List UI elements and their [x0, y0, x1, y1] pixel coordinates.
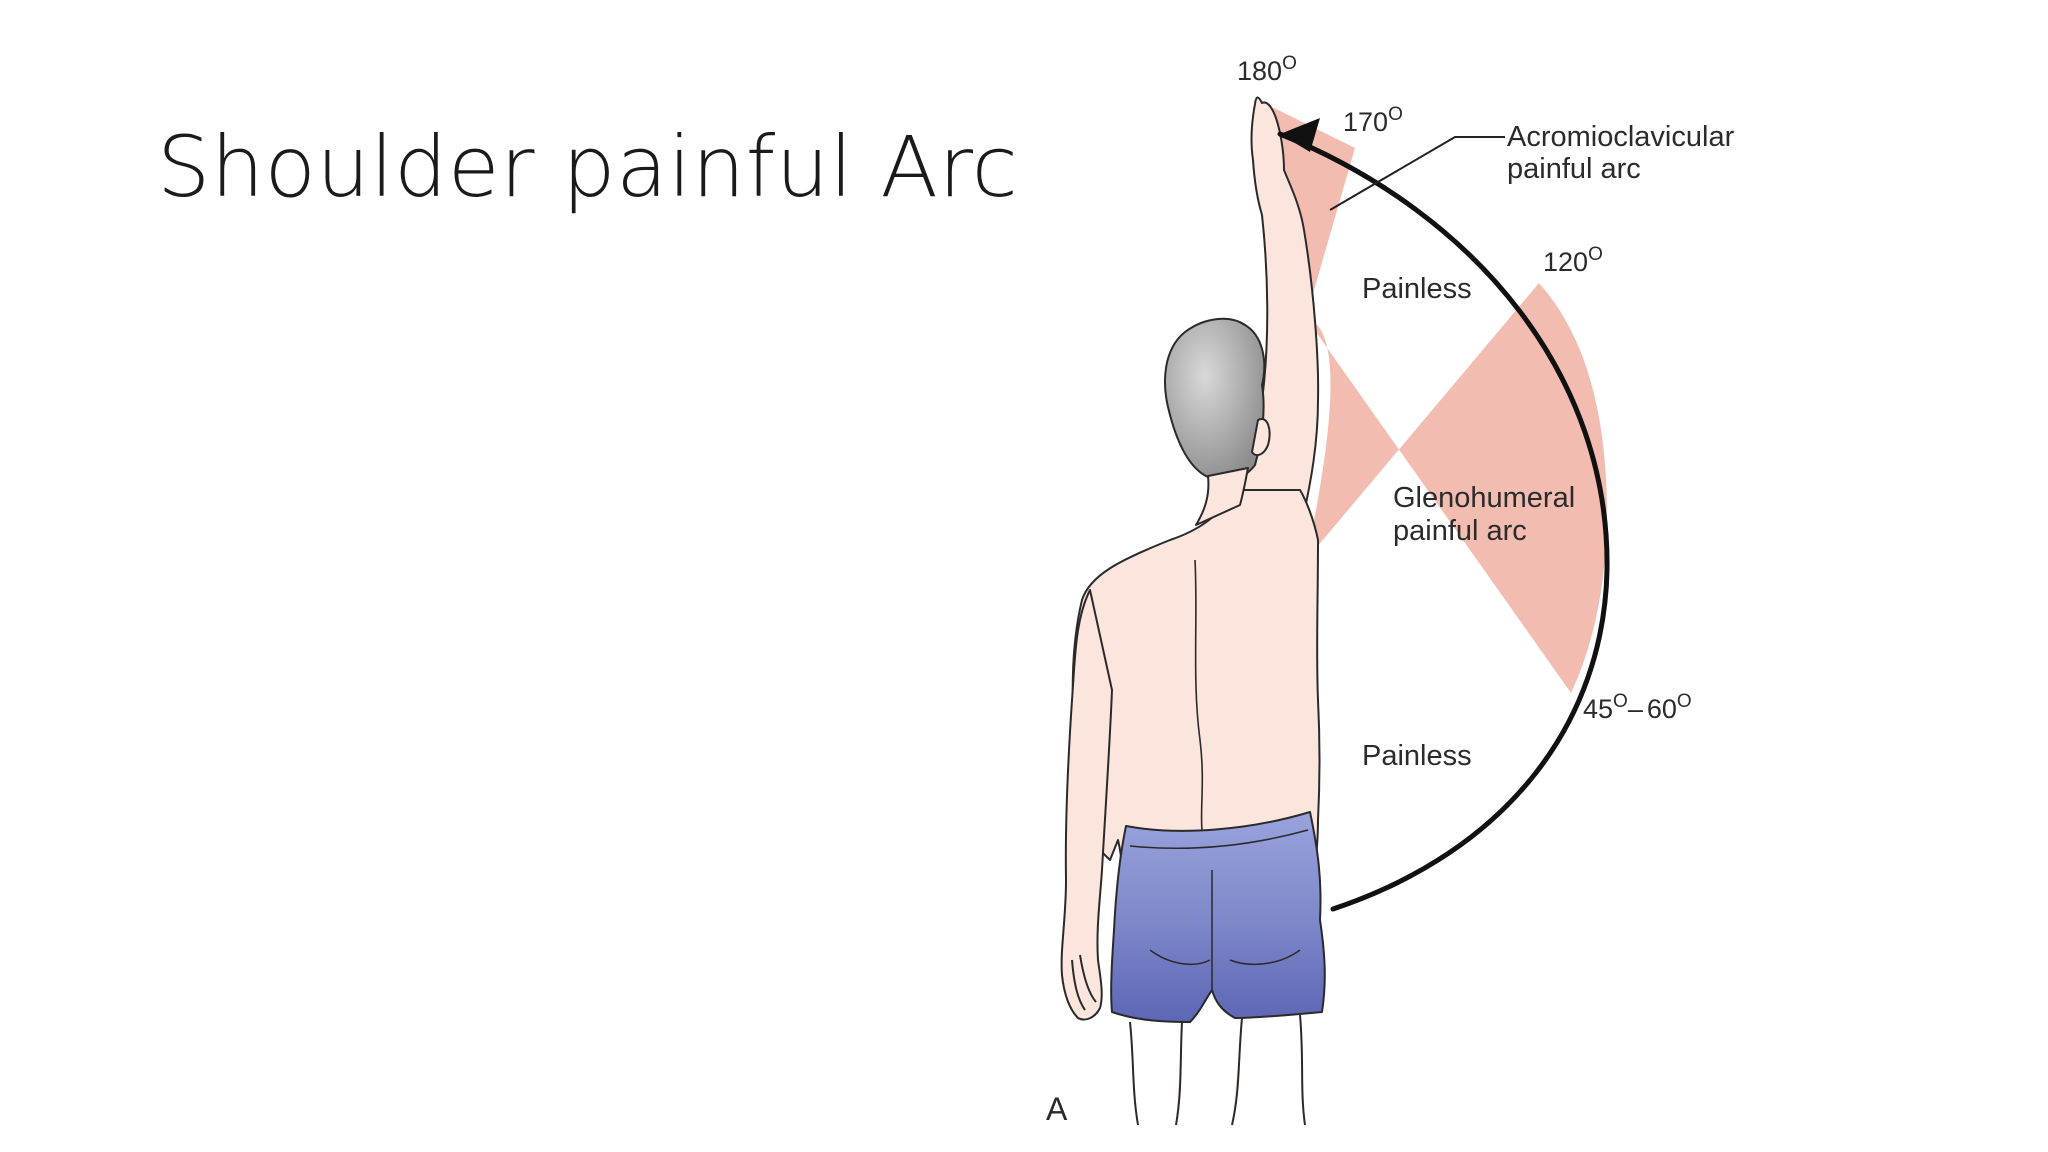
- label-120-degrees: 120O: [1543, 244, 1603, 277]
- glenohumeral-sector: [1306, 283, 1608, 693]
- label-180-degrees: 180O: [1237, 53, 1297, 86]
- spine-line: [1194, 559, 1204, 831]
- acromioclavicular-leader-line: [1329, 136, 1505, 211]
- ear: [1251, 418, 1271, 457]
- shorts: [1110, 811, 1326, 1023]
- acromioclavicular-label-line1: Acromioclavicular: [1507, 121, 1735, 153]
- shorts-detail: [1129, 829, 1309, 990]
- hand-detail: [1071, 954, 1097, 1011]
- neck: [1195, 467, 1249, 526]
- slide-title: Shoulder painful Arc: [157, 118, 1019, 216]
- glenohumeral-label-line1: Glenohumeral: [1393, 482, 1575, 514]
- painless-upper-label: Painless: [1362, 273, 1472, 305]
- label-170-degrees: 170O: [1343, 104, 1403, 137]
- arc-arrowhead: [1280, 118, 1320, 152]
- person-figure: [1060, 96, 1326, 1126]
- acromioclavicular-label-line2: painful arc: [1507, 153, 1641, 185]
- lowered-arm: [1060, 589, 1113, 1021]
- head: [1164, 317, 1266, 482]
- range-of-motion-arc: [1277, 131, 1610, 912]
- painless-lower-label: Painless: [1362, 740, 1472, 772]
- label-45-60-degrees: 45O–60O: [1583, 691, 1692, 724]
- glenohumeral-label-line2: painful arc: [1393, 515, 1527, 547]
- panel-letter: A: [1046, 1091, 1068, 1127]
- legs: [1129, 1014, 1306, 1126]
